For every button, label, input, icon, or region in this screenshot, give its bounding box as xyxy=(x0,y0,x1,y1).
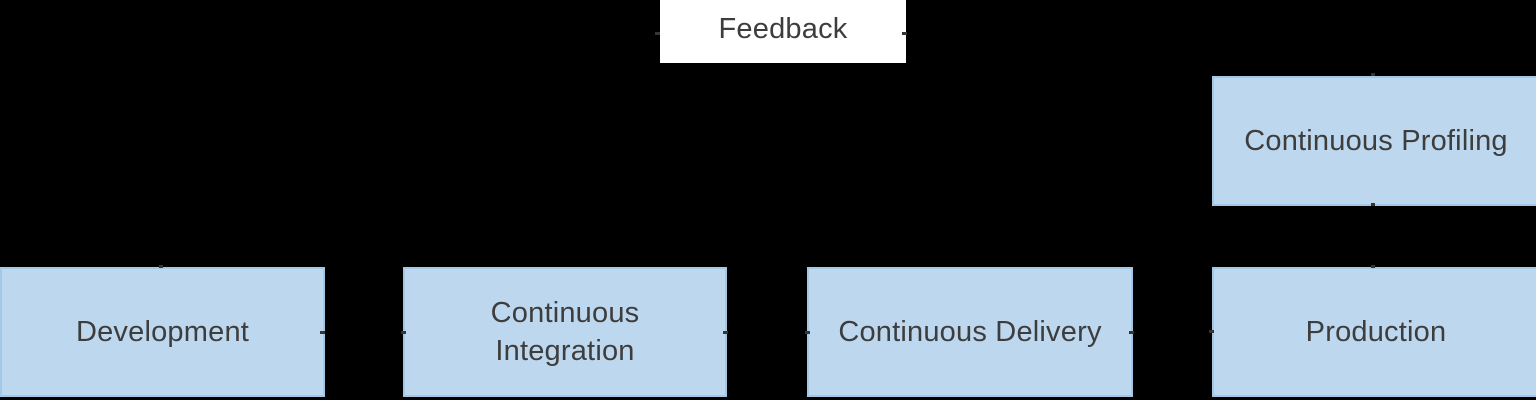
connector-stub-feedback-left xyxy=(655,32,660,35)
node-continuous-delivery-label: Continuous Delivery xyxy=(838,315,1102,348)
connector-stub-cd-right xyxy=(1129,331,1134,334)
connector-stub-profiling-bottom xyxy=(1371,203,1375,206)
connector-stub-feedback-right xyxy=(902,32,907,35)
connector-stub-profiling-top xyxy=(1371,73,1375,76)
node-production-label: Production xyxy=(1305,315,1447,348)
connector-stub-development-top xyxy=(159,265,163,268)
connector-stub-ci-right xyxy=(723,331,728,334)
node-development-label: Development xyxy=(75,315,250,348)
connector-stub-development-right xyxy=(320,331,325,334)
node-continuous-profiling-label: Continuous Profiling xyxy=(1244,124,1508,157)
connector-stub-production-top xyxy=(1371,265,1375,268)
node-continuous-delivery: Continuous Delivery xyxy=(807,267,1133,397)
node-feedback: Feedback xyxy=(660,0,906,63)
node-development: Development xyxy=(0,267,325,397)
connector-stub-cd-left xyxy=(805,331,810,334)
connector-stub-ci-left xyxy=(401,331,406,334)
node-continuous-profiling: Continuous Profiling xyxy=(1212,76,1536,206)
node-production: Production xyxy=(1212,267,1536,397)
node-feedback-label: Feedback xyxy=(718,12,848,45)
node-continuous-integration: Continuous Integration xyxy=(403,267,727,397)
node-continuous-integration-label: Continuous Integration xyxy=(490,296,640,367)
connector-stub-production-left xyxy=(1209,330,1214,333)
